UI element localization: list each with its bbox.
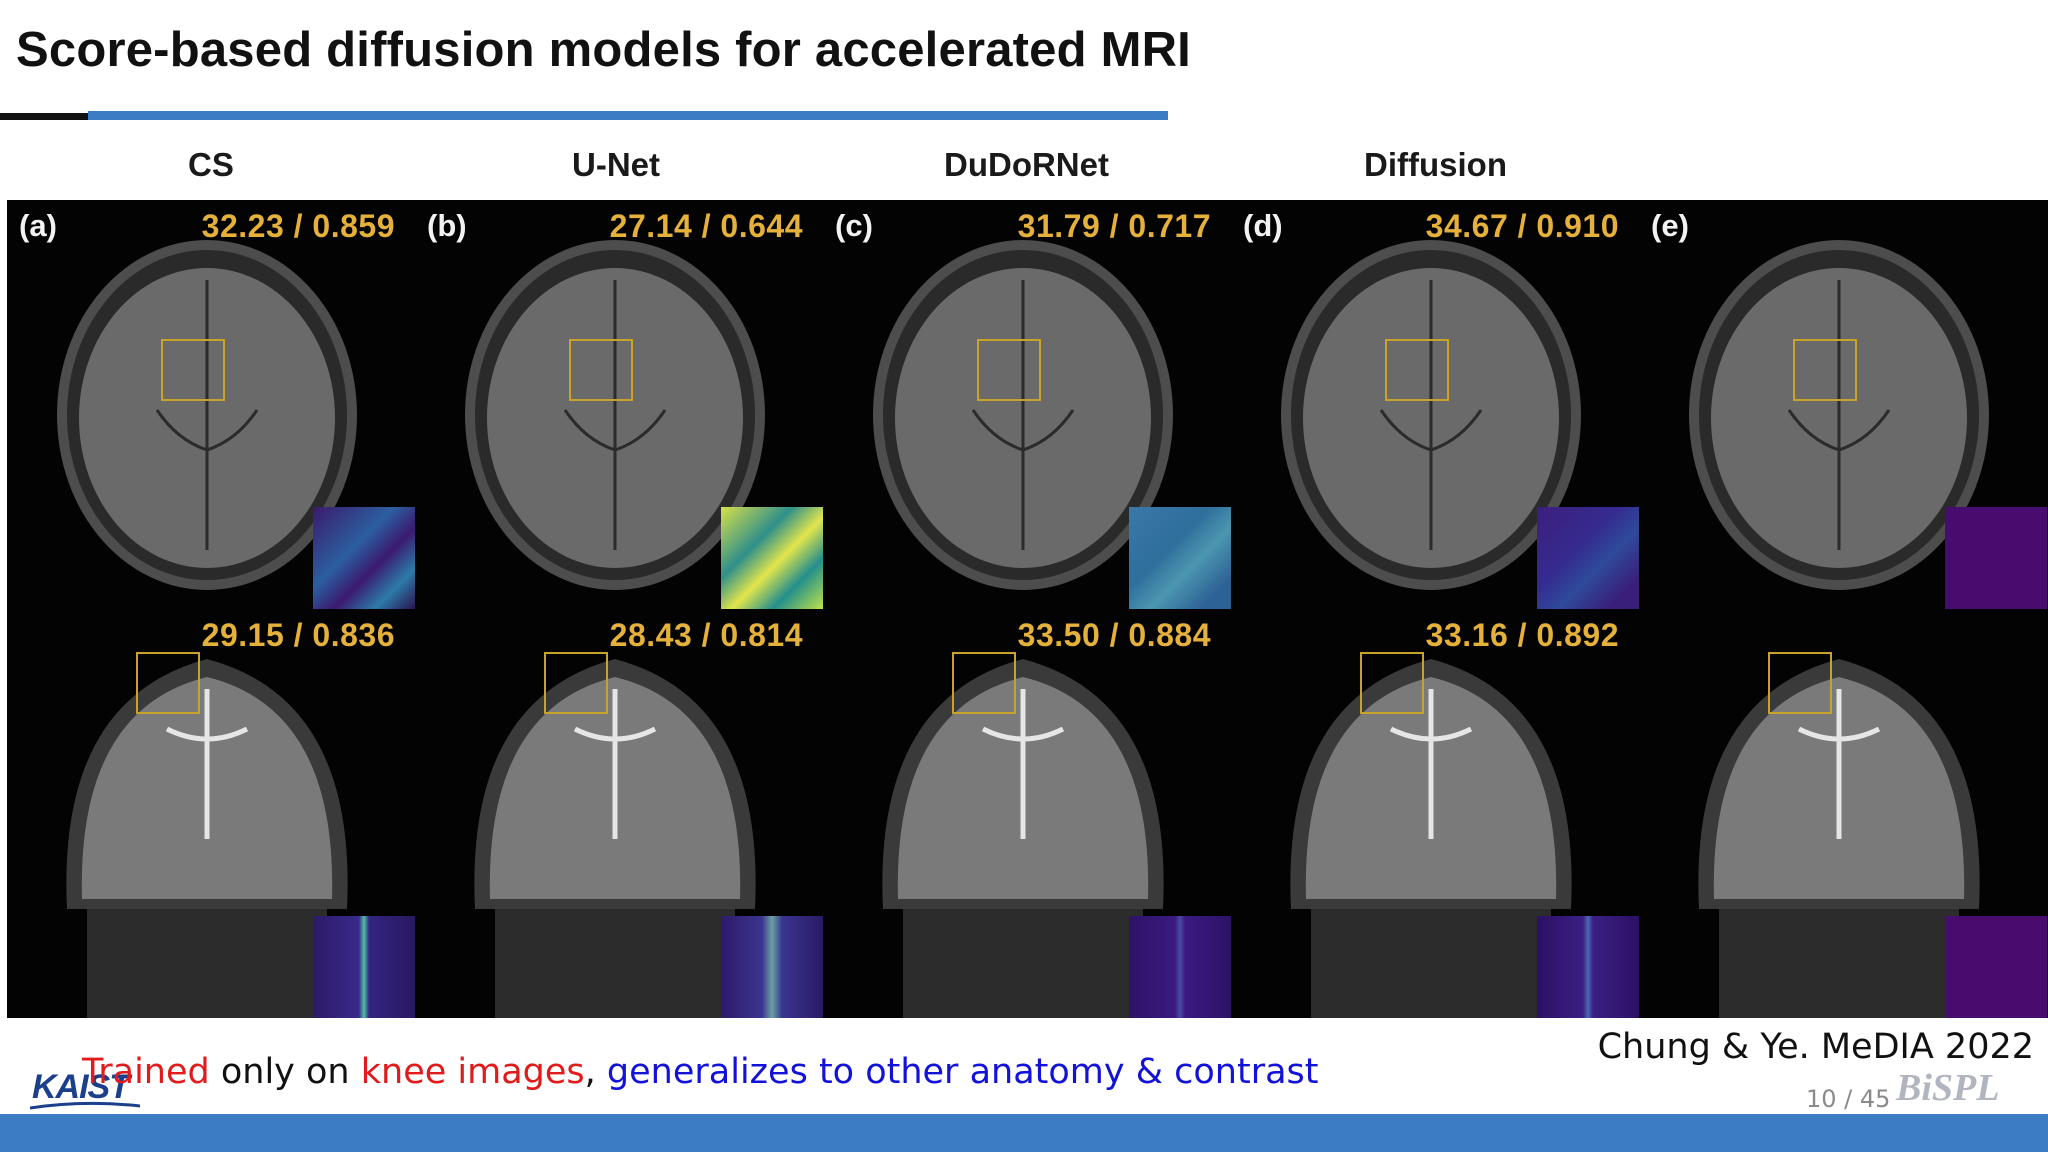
coronal-panel-b: 28.43 / 0.814: [415, 609, 823, 1018]
psnr-ssim-metric: 32.23 / 0.859: [201, 208, 395, 244]
coronal-brain-image: [1290, 652, 1572, 1018]
error-map-inset: [1129, 916, 1231, 1018]
error-map-inset: [1537, 507, 1639, 609]
caption-comma: ,: [584, 1052, 607, 1092]
panel-label: (b): [427, 208, 467, 243]
psnr-ssim-metric: 33.16 / 0.892: [1425, 617, 1619, 653]
psnr-ssim-metric: 34.67 / 0.910: [1425, 208, 1619, 244]
coronal-panel-a: 29.15 / 0.836: [7, 609, 415, 1018]
panel-label: (a): [19, 208, 57, 243]
axial-brain-image: [465, 240, 765, 590]
slide-title: Score-based diffusion models for acceler…: [16, 23, 1192, 77]
mri-comparison-figure: (a) 32.23 / 0.859 (b) 27.14 / 0.644 (c) …: [7, 200, 2048, 1018]
axial-brain-image: [1689, 240, 1989, 590]
coronal-brain-image: [1698, 652, 1980, 1018]
panel-label: (c): [835, 208, 873, 243]
error-map-inset: [313, 916, 415, 1018]
page-number: 10 / 45: [1806, 1085, 1891, 1113]
axial-panel-b: (b) 27.14 / 0.644: [415, 200, 823, 609]
error-map-inset: [1537, 916, 1639, 1018]
panel-label: (d): [1243, 208, 1283, 243]
bispl-logo: BiSPL: [1896, 1067, 2000, 1109]
kaist-logo: KAIST: [32, 1068, 130, 1106]
axial-brain-image: [1281, 240, 1581, 590]
coronal-panel-e: [1639, 609, 2047, 1018]
psnr-ssim-metric: 33.50 / 0.884: [1017, 617, 1211, 653]
slide-caption: Trained only on knee images, generalizes…: [82, 1052, 1319, 1092]
coronal-panel-d: 33.16 / 0.892: [1231, 609, 1639, 1018]
error-map-inset: [1129, 507, 1231, 609]
method-label-cs: CS: [188, 146, 234, 183]
error-map-inset: [1945, 507, 2047, 609]
citation: Chung & Ye. MeDIA 2022: [1597, 1027, 2034, 1067]
coronal-brain-image: [474, 652, 756, 1018]
caption-generalizes: generalizes to other anatomy & contrast: [606, 1052, 1319, 1092]
error-map-inset: [313, 507, 415, 609]
axial-panel-c: (c) 31.79 / 0.717: [823, 200, 1231, 609]
psnr-ssim-metric: 27.14 / 0.644: [609, 208, 803, 244]
title-underline-dark: [0, 113, 88, 120]
error-map-inset: [721, 507, 823, 609]
panel-label: (e): [1651, 208, 1689, 243]
psnr-ssim-metric: 28.43 / 0.814: [609, 617, 803, 653]
axial-panel-a: (a) 32.23 / 0.859: [7, 200, 415, 609]
kaist-logo-swoosh: [30, 1101, 140, 1110]
psnr-ssim-metric: 29.15 / 0.836: [201, 617, 395, 653]
method-label-unet: U-Net: [572, 146, 660, 183]
axial-panel-d: (d) 34.67 / 0.910: [1231, 200, 1639, 609]
caption-trained: Trained: [82, 1052, 210, 1092]
coronal-brain-image: [66, 652, 348, 1018]
footer-bar: [0, 1114, 2048, 1152]
axial-panel-e: (e): [1639, 200, 2047, 609]
caption-knee-images: knee images: [360, 1052, 585, 1092]
coronal-panel-c: 33.50 / 0.884: [823, 609, 1231, 1018]
title-underline-blue: [88, 111, 1168, 120]
axial-brain-image: [57, 240, 357, 590]
axial-brain-image: [873, 240, 1173, 590]
coronal-brain-image: [882, 652, 1164, 1018]
method-label-diffusion: Diffusion: [1364, 146, 1507, 183]
error-map-inset: [1945, 916, 2047, 1018]
caption-only-on: only on: [209, 1052, 361, 1092]
psnr-ssim-metric: 31.79 / 0.717: [1017, 208, 1211, 244]
error-map-inset: [721, 916, 823, 1018]
method-label-dudornet: DuDoRNet: [944, 146, 1109, 183]
